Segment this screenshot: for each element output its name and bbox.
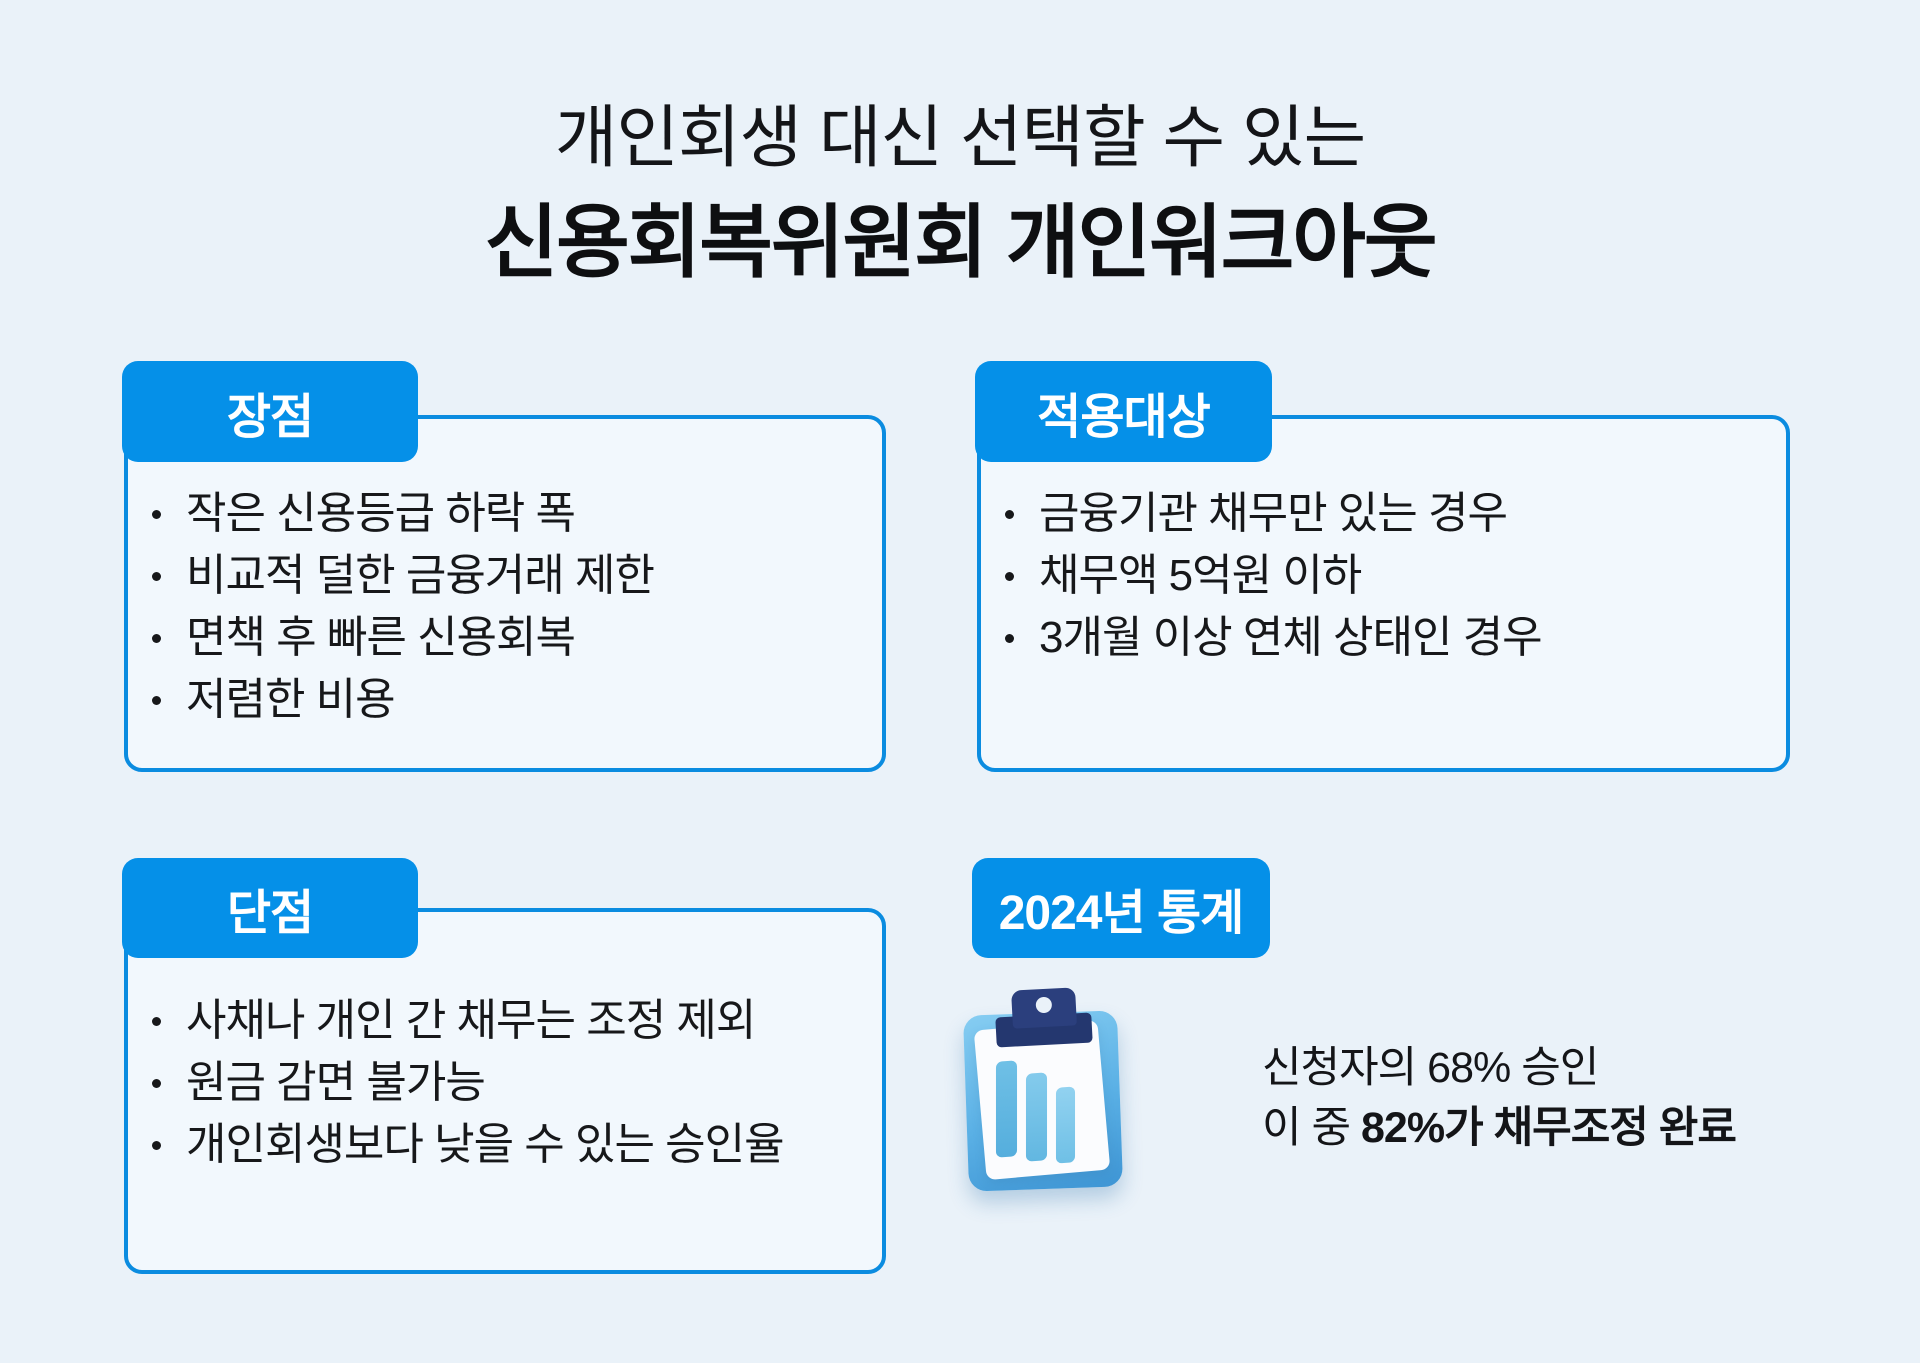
targets-list: 금융기관 채무만 있는 경우 채무액 5억원 이하 3개월 이상 연체 상태인 … xyxy=(981,483,1786,669)
stats-line2-prefix: 이 중 xyxy=(1262,1104,1362,1152)
stats-text: 신청자의 68% 승인 이 중 82%가 채무조정 완료 xyxy=(1262,1038,1737,1158)
tab-targets: 적용대상 xyxy=(975,361,1272,462)
clipboard-clip-hole xyxy=(1035,996,1053,1014)
list-item: 면책 후 빠른 신용회복 xyxy=(128,607,852,669)
stats-line2: 이 중 82%가 채무조정 완료 xyxy=(1262,1098,1737,1158)
list-item: 사채나 개인 간 채무는 조정 제외 xyxy=(128,990,852,1052)
list-item: 저렴한 비용 xyxy=(128,669,852,731)
disadvantages-box: 사채나 개인 간 채무는 조정 제외 원금 감면 불가능 개인회생보다 낮을 수… xyxy=(124,908,886,1274)
list-item: 작은 신용등급 하락 폭 xyxy=(128,483,852,545)
tab-advantages: 장점 xyxy=(122,361,418,462)
stats-line2-bold: 82%가 채무조정 완료 xyxy=(1361,1104,1737,1152)
tab-stats-2024: 2024년 통계 xyxy=(972,858,1270,958)
bar-chart-bar xyxy=(1025,1072,1048,1162)
clipboard-clip-top xyxy=(1011,987,1077,1029)
tab-disadvantages: 단점 xyxy=(122,858,418,958)
page-title-line1: 개인회생 대신 선택할 수 있는 xyxy=(554,100,1366,176)
clipboard-bar-chart-icon xyxy=(960,983,1128,1198)
bar-chart-bar xyxy=(995,1060,1018,1158)
list-item: 원금 감면 불가능 xyxy=(128,1052,852,1114)
list-item: 개인회생보다 낮을 수 있는 승인율 xyxy=(128,1114,852,1176)
list-item: 채무액 5억원 이하 xyxy=(981,545,1756,607)
disadvantages-list: 사채나 개인 간 채무는 조정 제외 원금 감면 불가능 개인회생보다 낮을 수… xyxy=(128,990,882,1176)
list-item: 금융기관 채무만 있는 경우 xyxy=(981,483,1756,545)
page-title-line2: 신용회복위원회 개인워크아웃 xyxy=(484,198,1437,287)
advantages-box: 작은 신용등급 하락 폭 비교적 덜한 금융거래 제한 면책 후 빠른 신용회복… xyxy=(124,415,886,772)
bar-chart-bar xyxy=(1055,1086,1076,1164)
advantages-list: 작은 신용등급 하락 폭 비교적 덜한 금융거래 제한 면책 후 빠른 신용회복… xyxy=(128,483,882,731)
targets-box: 금융기관 채무만 있는 경우 채무액 5억원 이하 3개월 이상 연체 상태인 … xyxy=(977,415,1790,772)
list-item: 비교적 덜한 금융거래 제한 xyxy=(128,545,852,607)
list-item: 3개월 이상 연체 상태인 경우 xyxy=(981,607,1756,669)
stats-line1: 신청자의 68% 승인 xyxy=(1262,1044,1599,1092)
